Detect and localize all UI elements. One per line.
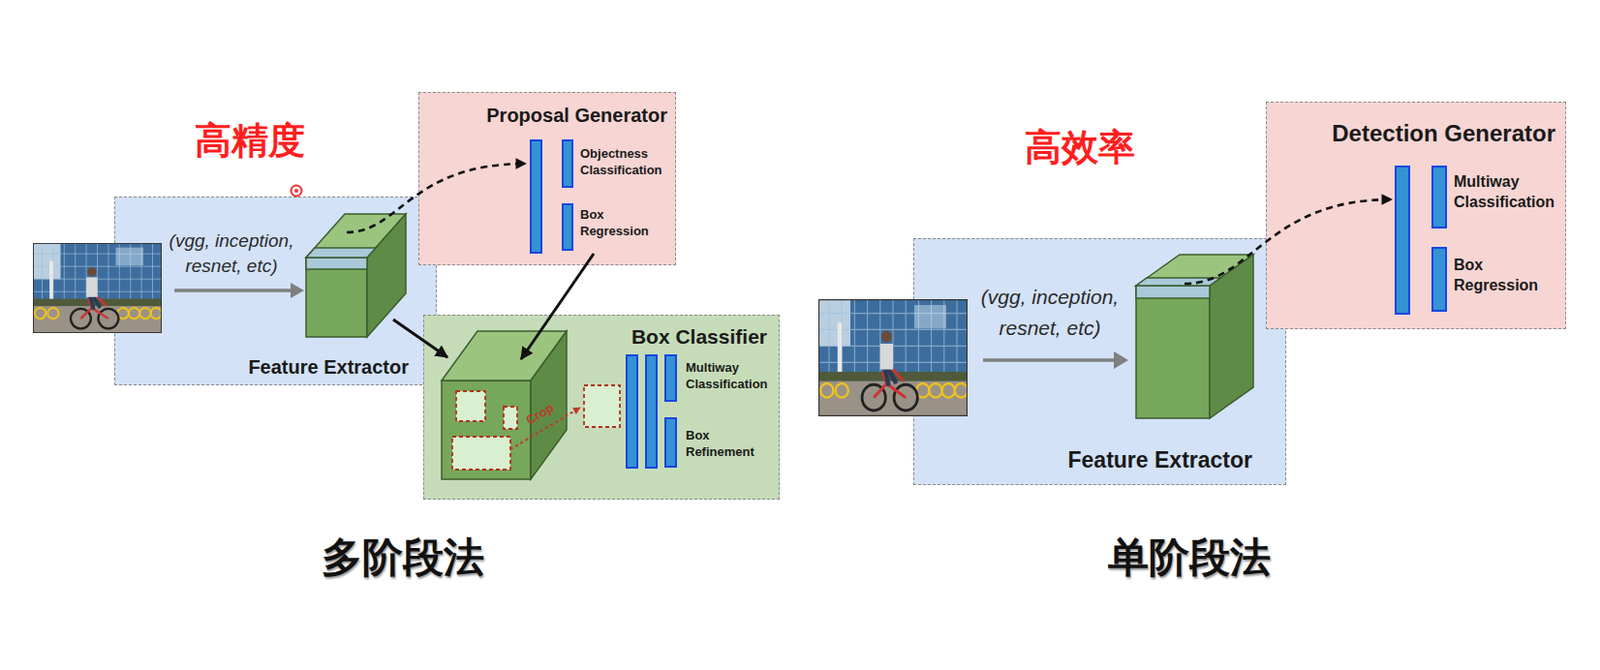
- method-caption-holder: 单阶段法: [1107, 534, 1271, 582]
- pointer-dot: [291, 185, 303, 197]
- highlight-label: 高效率: [1024, 126, 1136, 170]
- feature-cube: [306, 214, 406, 338]
- box-title-holder: Feature Extractor: [247, 356, 409, 379]
- head-label: Box Regression: [580, 207, 676, 241]
- box-title-holder: Detection Generator: [1331, 120, 1556, 148]
- layer-bar: [530, 140, 1447, 468]
- connector: [393, 319, 448, 358]
- head-label-holder: Box Refinement: [685, 428, 779, 462]
- box-title-holder: Box Classifier: [631, 325, 768, 349]
- feature-extractor-box: (vgg, inception, resnet, etc) Feature Ext…: [114, 196, 437, 386]
- feature-extractor-box: (vgg, inception, resnet, etc) Feature Ext…: [913, 238, 1287, 486]
- detection-generator-box: Detection GeneratorMultiway Classificati…: [1265, 101, 1567, 330]
- box-title: Detection Generator: [1331, 120, 1556, 148]
- connector: [521, 253, 594, 360]
- box-title-holder: Feature Extractor: [1068, 447, 1253, 473]
- head-label: Box Regression: [1453, 255, 1566, 297]
- head-label-holder: Multiway Classification: [1453, 172, 1566, 214]
- backbone-note-holder: (vgg, inception, resnet, etc): [153, 228, 309, 278]
- backbone-note: (vgg, inception, resnet, etc): [957, 281, 1142, 343]
- proposal-region: [452, 385, 620, 470]
- box-title-holder: Proposal Generator: [486, 104, 668, 127]
- box-title: Box Classifier: [631, 325, 768, 349]
- head-label: Objectness Classification: [580, 146, 676, 180]
- head-label-holder: Box Regression: [580, 207, 676, 241]
- dashed-connector: [346, 163, 526, 233]
- dashed-connector: [1184, 199, 1392, 284]
- box-classifier-box: Box ClassifierMultiway ClassificationBox…: [423, 314, 780, 500]
- proposal-generator-box: Proposal GeneratorObjectness Classificat…: [418, 92, 677, 266]
- roi-feature-cube: [441, 331, 567, 480]
- box-title: Proposal Generator: [486, 104, 668, 127]
- highlight-label-holder: 高精度: [194, 120, 306, 163]
- method-caption: 多阶段法: [321, 534, 485, 582]
- head-label-holder: Multiway Classification: [685, 360, 779, 394]
- backbone-note: (vgg, inception, resnet, etc): [153, 228, 309, 278]
- highlight-label-holder: 高效率: [1024, 126, 1136, 170]
- input-photo: [32, 243, 162, 334]
- input-arrow: [983, 351, 1129, 370]
- box-title: Feature Extractor: [1068, 447, 1253, 473]
- highlight-label: 高精度: [194, 120, 306, 163]
- head-label-holder: Box Regression: [1453, 255, 1566, 297]
- method-caption: 单阶段法: [1107, 534, 1271, 582]
- backbone-note-holder: (vgg, inception, resnet, etc): [957, 281, 1142, 343]
- input-photo: [818, 299, 968, 417]
- box-title: Feature Extractor: [247, 356, 409, 379]
- head-label-holder: Objectness Classification: [580, 146, 676, 180]
- head-label: Box Refinement: [685, 428, 779, 462]
- method-caption-holder: 多阶段法: [321, 534, 485, 582]
- head-label: Multiway Classification: [685, 360, 779, 394]
- head-label: Multiway Classification: [1453, 172, 1566, 214]
- input-arrow: [174, 282, 305, 299]
- feature-cube: [1136, 254, 1254, 419]
